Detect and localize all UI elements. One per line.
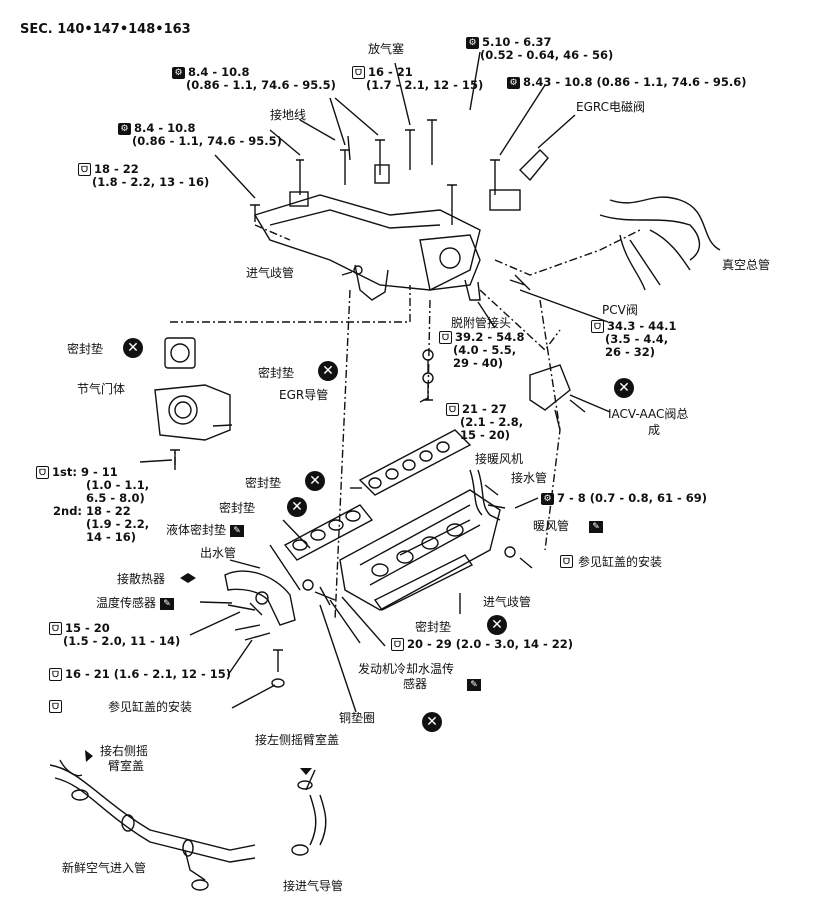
label-egr-tube: EGR导管 — [279, 388, 329, 402]
label-vent-plug: 放气塞 — [368, 42, 405, 56]
torque-spec-4: ⚙8.43 - 10.8 (0.86 - 1.1, 74.6 - 95.6) — [507, 76, 746, 89]
throttle-body-shape — [154, 384, 231, 441]
label-gasket-2: 密封垫 — [258, 366, 295, 380]
label-iacv-line2: 成 — [648, 423, 661, 437]
label-water-outlet: 出水管 — [200, 546, 237, 560]
label-egrc-valve: EGRC电磁阀 — [576, 100, 646, 114]
torque-spec-11: ⚙7 - 8 (0.7 - 0.8, 61 - 69) — [541, 492, 707, 505]
label-liquid-gasket: 液体密封垫✎ — [166, 523, 245, 537]
label-intake-manifold: 进气歧管 — [483, 595, 532, 609]
label-to-right-rocker-line2: 臂室盖 — [108, 759, 145, 773]
label-ref-head-cover-left: 参见缸盖的安装 — [108, 700, 193, 714]
torque-wrench-icon: ⚙ — [541, 492, 554, 505]
torque-spec-1: ⚙8.4 - 10.8 (0.86 - 1.1, 74.6 - 95.5) — [172, 66, 336, 92]
torque-outline-icon: ᗜ — [78, 163, 91, 176]
replace-icon: ✕ — [422, 712, 442, 732]
label-coolant-sensor-line2: 感器✎ — [403, 677, 482, 691]
label-to-radiator: 接散热器 — [117, 572, 166, 586]
label-gasket-4: 密封垫 — [219, 501, 256, 515]
section-title: SEC. 140•147•148•163 — [20, 22, 191, 37]
torque-wrench-icon: ⚙ — [507, 76, 520, 89]
label-to-intake-duct: 接进气导管 — [283, 879, 344, 893]
torque-outline-icon: ᗜ — [446, 403, 459, 416]
torque-outline-icon: ᗜ — [591, 320, 604, 333]
label-gasket-1: 密封垫 — [67, 342, 104, 356]
liquid-sealant-icon: ✎ — [160, 597, 175, 610]
label-to-right-rocker-line1: 接右侧摇 — [100, 744, 149, 758]
torque-outline-icon: ᗜ — [49, 668, 62, 681]
torque-outline-icon: ᗜ — [352, 66, 365, 79]
torque-spec-15: ᗜ — [49, 700, 65, 713]
torque-spec-16: ᗜ — [560, 555, 576, 568]
torque-outline-icon: ᗜ — [36, 466, 49, 479]
label-heater-tube: 暖风管✎ — [533, 519, 604, 533]
replace-icon: ✕ — [305, 471, 325, 491]
replace-icon: ✕ — [614, 378, 634, 398]
throttle-gasket-shape — [164, 337, 196, 369]
torque-wrench-icon: ⚙ — [466, 36, 479, 49]
label-purge-connector: 脱附管接头 — [451, 316, 512, 330]
label-pcv-valve: PCV阀 — [602, 303, 638, 317]
label-gasket-3: 密封垫 — [245, 476, 282, 490]
torque-outline-icon: ᗜ — [49, 700, 62, 713]
torque-spec-3: ⚙5.10 - 6.37 (0.52 - 0.64, 46 - 56) — [466, 36, 613, 62]
liquid-sealant-icon: ✎ — [589, 520, 604, 533]
torque-outline-icon: ᗜ — [49, 622, 62, 635]
liquid-sealant-icon: ✎ — [467, 678, 482, 691]
label-fresh-air-pipe: 新鲜空气进入管 — [62, 861, 147, 875]
torque-outline-icon: ᗜ — [439, 331, 452, 344]
label-gasket-5: 密封垫 — [415, 620, 452, 634]
replace-icon: ✕ — [318, 361, 338, 381]
label-intake-collector: 进气歧管 — [246, 266, 295, 280]
label-temp-sensor: 温度传感器✎ — [96, 596, 175, 610]
label-water-hose: 接水管 — [511, 471, 548, 485]
label-vacuum-hose: 真空总管 — [722, 258, 771, 272]
torque-outline-icon: ᗜ — [391, 638, 404, 651]
intake-collector-shape — [253, 194, 481, 291]
label-coolant-sensor-line1: 发动机冷却水温传 — [358, 662, 455, 676]
replace-icon: ✕ — [287, 497, 307, 517]
label-copper-washer: 铜垫圈 — [339, 711, 376, 725]
water-outlet-shape — [224, 570, 296, 626]
label-throttle-body: 节气门体 — [77, 382, 126, 396]
fresh-air-pipe-shape — [49, 764, 256, 851]
intake-manifold-shape — [339, 489, 501, 611]
replace-icon: ✕ — [487, 615, 507, 635]
torque-wrench-icon: ⚙ — [118, 122, 131, 135]
label-ground-wire: 接地线 — [270, 108, 307, 122]
torque-outline-icon: ᗜ — [560, 555, 573, 568]
label-to-left-rocker: 接左侧摇臂室盖 — [255, 733, 340, 747]
replace-icon: ✕ — [123, 338, 143, 358]
torque-wrench-icon: ⚙ — [172, 66, 185, 79]
torque-spec-5: ⚙8.4 - 10.8 (0.86 - 1.1, 74.6 - 95.5) — [118, 122, 282, 148]
label-to-heater: 接暖风机 — [475, 452, 524, 466]
liquid-sealant-icon: ✎ — [230, 524, 245, 537]
label-iacv-line1: IACV-AAC阀总 — [608, 407, 689, 421]
label-ref-head-cover-right: 参见缸盖的安装 — [578, 555, 663, 569]
upper-gasket-shape — [358, 429, 472, 496]
